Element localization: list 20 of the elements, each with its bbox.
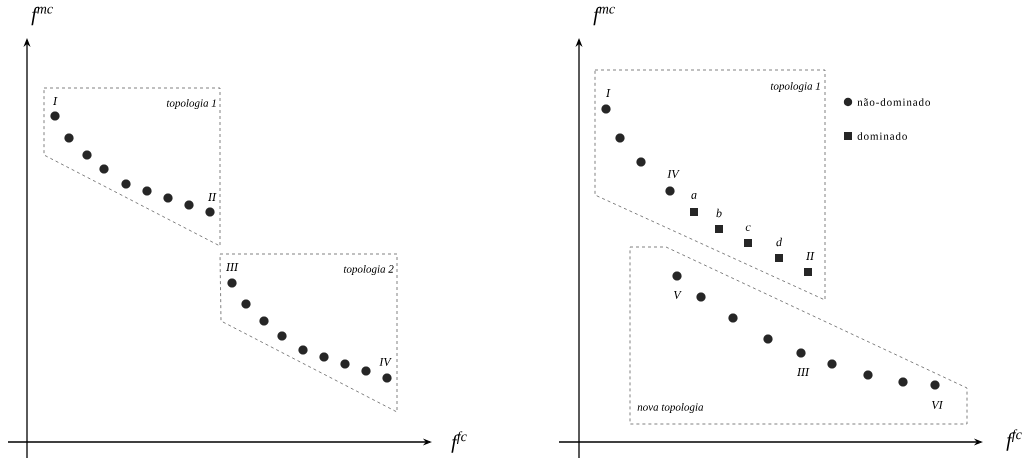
- legend-text: dominado: [857, 132, 907, 140]
- point-label: II: [805, 252, 815, 260]
- point-label: III: [796, 368, 810, 376]
- point-label: d: [776, 237, 783, 247]
- axis-label: f$^{fc}$: [451, 431, 467, 453]
- point-label: b: [716, 208, 722, 218]
- point-label: a: [691, 193, 697, 199]
- axis-label: f$^{fc}$: [1006, 429, 1022, 451]
- point-label: I: [52, 97, 58, 105]
- point-label: IV: [667, 170, 680, 179]
- point-label: IV: [379, 358, 392, 367]
- point-label: II: [207, 193, 217, 201]
- axis-label: f$^{mc}$: [593, 6, 615, 26]
- point-label: V: [673, 291, 682, 300]
- point-label: I: [605, 89, 611, 97]
- axis-label: f$^{mc}$: [31, 6, 53, 26]
- point-label: VI: [931, 401, 944, 410]
- point-label: c: [745, 225, 751, 231]
- point-label: III: [225, 263, 239, 271]
- legend-text: não-dominado: [857, 98, 930, 106]
